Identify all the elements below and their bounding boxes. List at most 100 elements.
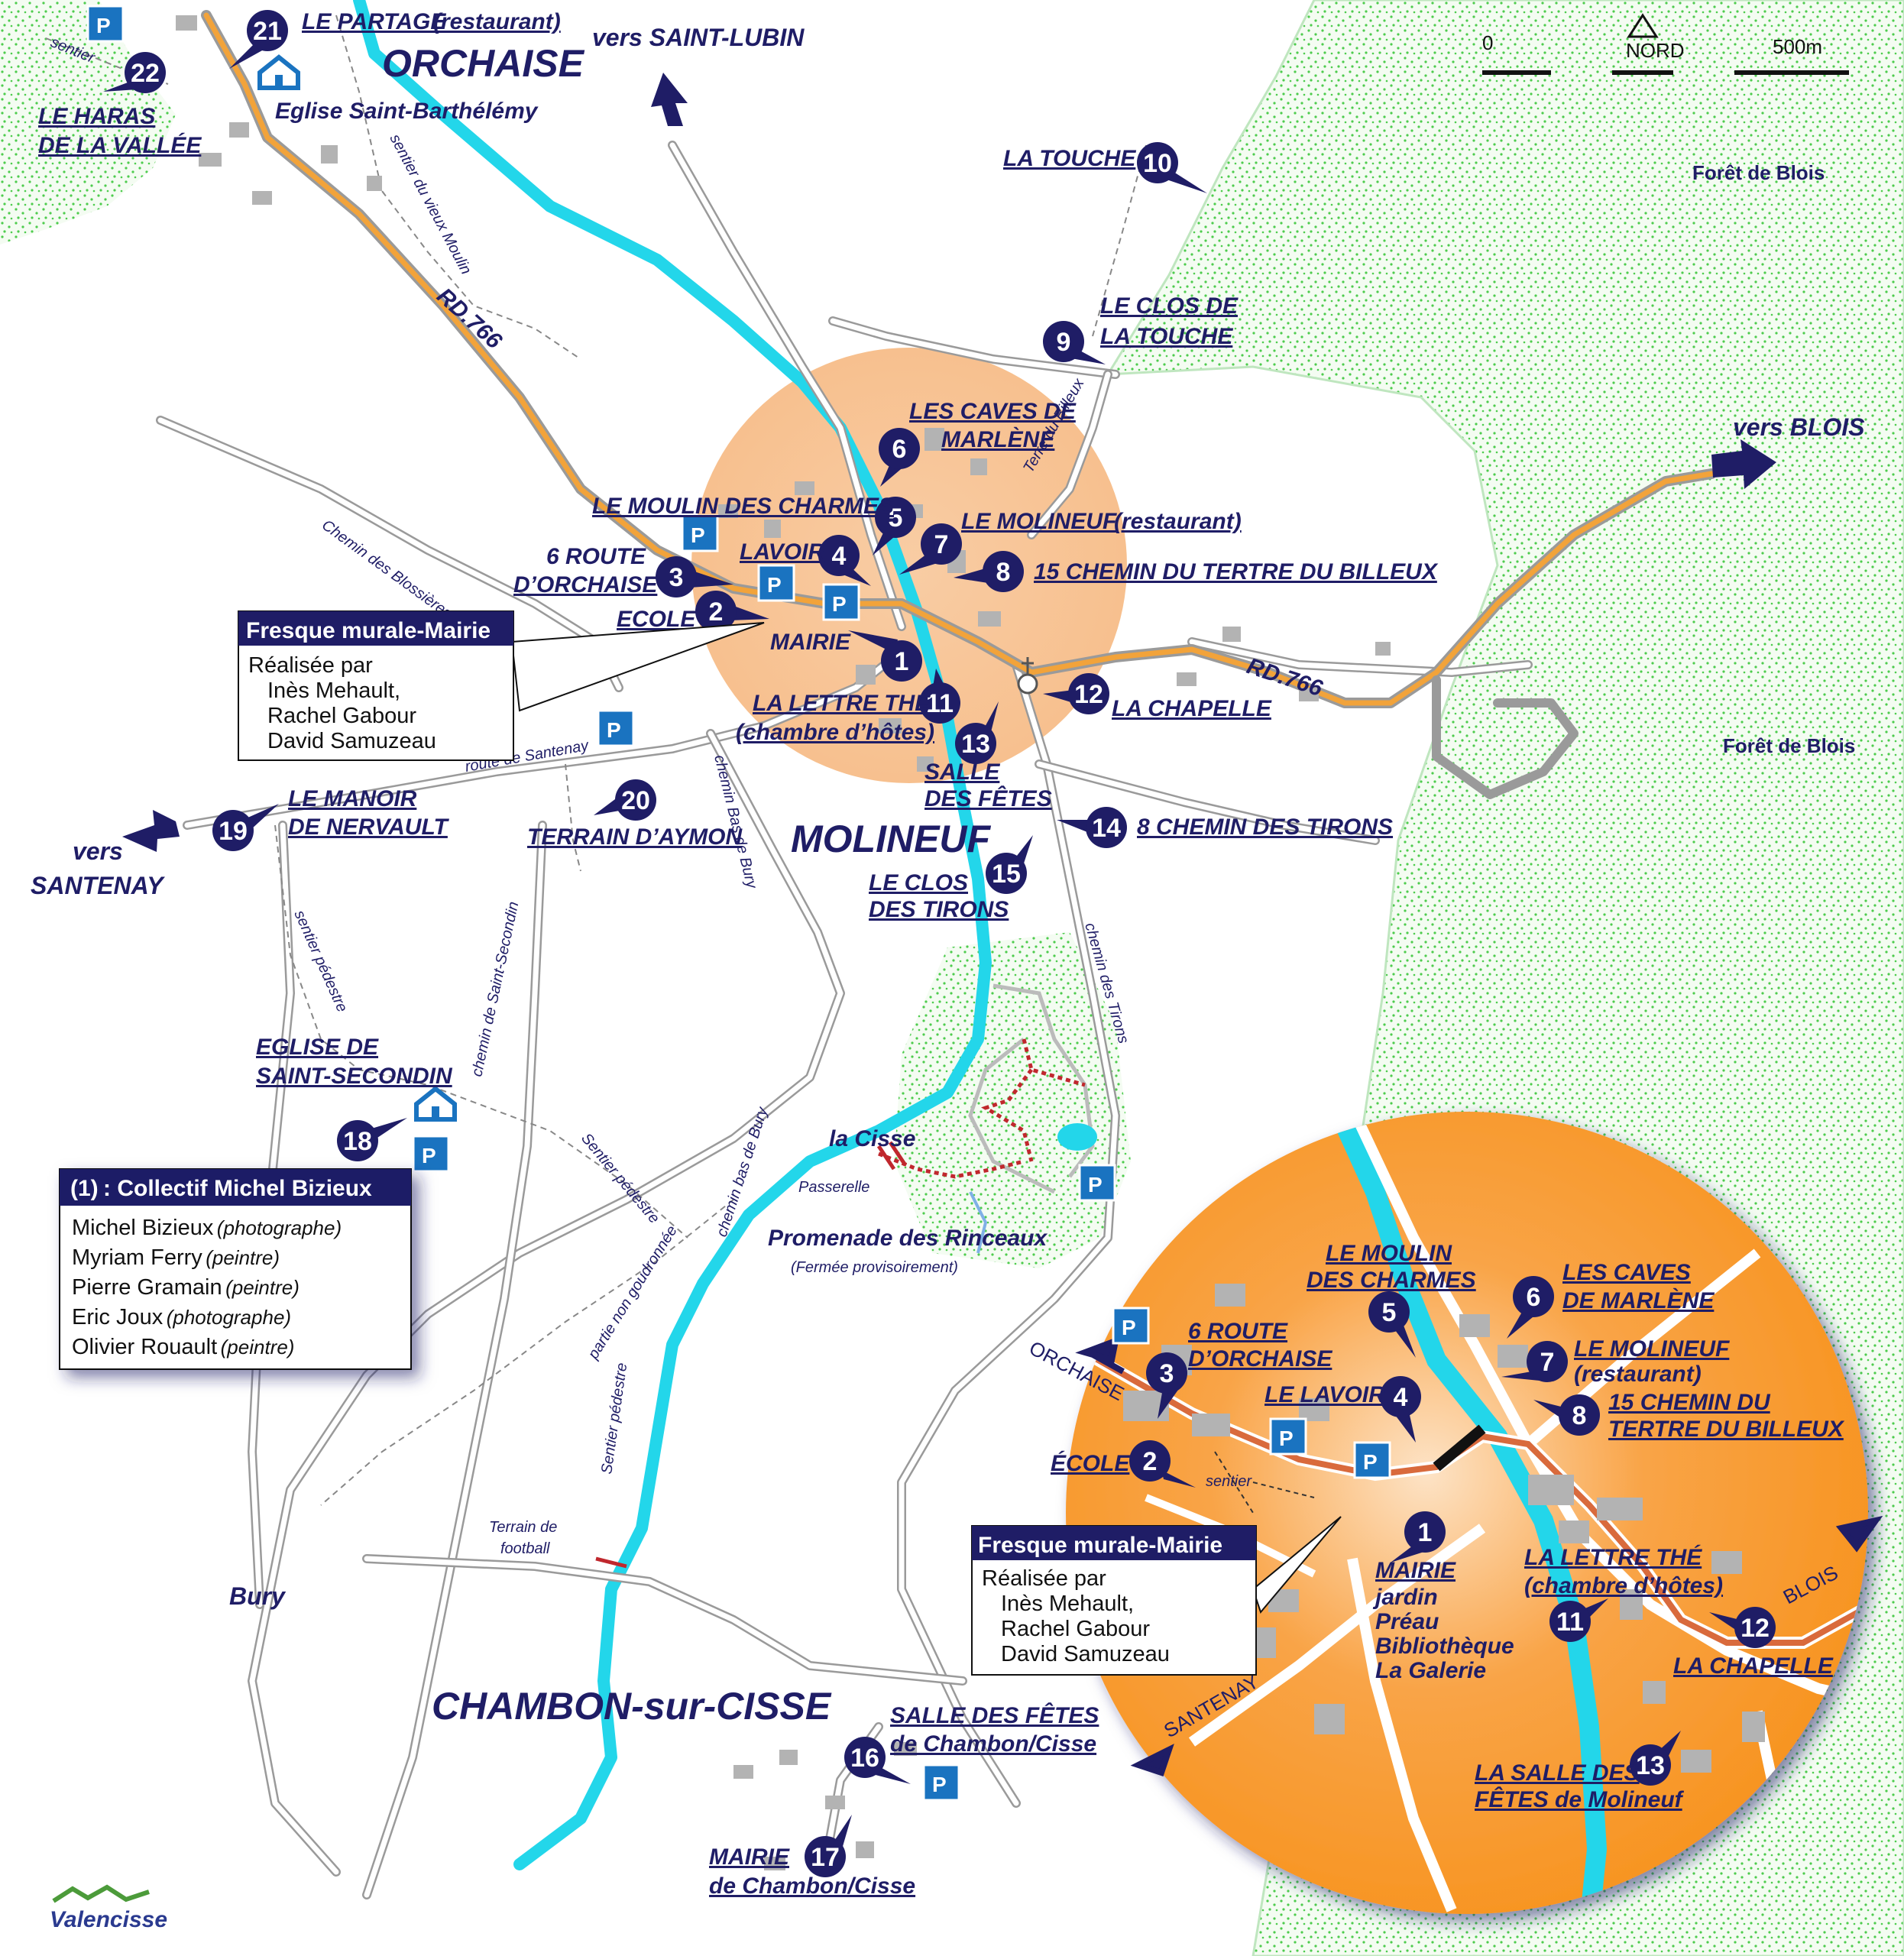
inset-arrow-orchaise-icon: [1075, 1336, 1125, 1375]
inset-p13-b: FÊTES de Molineuf: [1475, 1786, 1685, 1812]
svg-text:17: 17: [811, 1843, 840, 1872]
svg-text:19: 19: [219, 817, 248, 846]
place-7-label-a: LE MOLINEUF: [961, 509, 1117, 534]
town-label-molineuf: MOLINEUF: [791, 818, 992, 860]
north-arrow-icon: [1627, 13, 1659, 38]
road-label-sentier-pedestre-2: Sentier pédestre: [578, 1130, 662, 1227]
svg-text:2: 2: [1143, 1447, 1158, 1476]
place-18-label-a: EGLISE DE: [256, 1035, 379, 1060]
marker-5: 5: [873, 497, 916, 555]
member-3: Pierre Gramain (peintre): [72, 1275, 300, 1300]
inset-p7-b: (restaurant): [1574, 1362, 1702, 1387]
inset-labels: MAIRIE jardin Préau Bibliothèque La Gale…: [1051, 1241, 1845, 1812]
inset-arrow-santenay-icon: [1130, 1744, 1174, 1777]
arrow-saint-lubin-icon: [651, 73, 688, 126]
inset-p11-b: (chambre d’hôtes): [1524, 1573, 1723, 1598]
svg-text:7: 7: [934, 530, 949, 559]
inset-marker-2: 2: [1129, 1440, 1196, 1488]
fresque-line-2: Inès Mehault,: [267, 678, 400, 703]
place-6-label-b: MARLÈNE: [941, 426, 1055, 452]
place-22-label-a: LE HARAS: [38, 104, 155, 129]
inset-markers: 1 2 3 4 5 6 7 8 11 12 13: [1129, 1276, 1776, 1786]
parking-icon: P: [412, 1135, 450, 1173]
parking-icon: P: [1078, 1164, 1116, 1202]
inset-p1: MAIRIE: [1375, 1558, 1456, 1583]
svg-text:13: 13: [961, 730, 990, 759]
svg-text:4: 4: [1394, 1383, 1408, 1412]
inset-p2: ÉCOLE: [1051, 1450, 1130, 1476]
place-12-label: LA CHAPELLE: [1112, 696, 1272, 721]
inset-marker-8: 8: [1533, 1394, 1600, 1436]
inset-p5-b: DES CHARMES: [1307, 1268, 1476, 1293]
svg-text:3: 3: [1160, 1359, 1174, 1388]
svg-text:P: P: [607, 718, 621, 742]
place-17-label-a: MAIRIE: [709, 1844, 790, 1870]
parking-icon: P: [757, 564, 795, 602]
inset-zoom: [1066, 1112, 1868, 1914]
inset-marker-4: 4: [1380, 1376, 1421, 1443]
town-label-orchaise: ORCHAISE: [382, 42, 585, 85]
parking-icon: P: [86, 5, 125, 43]
svg-text:8: 8: [996, 558, 1011, 587]
svg-text:P: P: [832, 592, 847, 616]
place-16-label-a: SALLE DES FÊTES: [890, 1702, 1099, 1728]
scale-zero: 0: [1482, 31, 1493, 54]
forest-rinceaux: [894, 932, 1131, 1268]
svg-text:4: 4: [832, 542, 847, 571]
fresque-callout: Fresque murale-Mairie Réalisée par Inès …: [238, 610, 765, 761]
church-icon: [257, 54, 300, 90]
place-21-label-b: (restaurant): [433, 9, 561, 34]
svg-text:6: 6: [892, 435, 907, 464]
place-22-label-b: DE LA VALLÉE: [38, 132, 202, 158]
fresque-title: Fresque murale-Mairie: [246, 618, 491, 643]
inset-p8-b: TERTRE DU BILLEUX: [1608, 1417, 1845, 1442]
marker-9: 9: [1043, 321, 1106, 364]
svg-text:12: 12: [1074, 680, 1103, 709]
inset-marker-12: 12: [1709, 1607, 1776, 1648]
inset-marker-1: 1: [1391, 1511, 1446, 1563]
member-5: Olivier Rouault (peintre): [72, 1335, 294, 1359]
promenade-trails: [876, 983, 1097, 1254]
parking-icon: P: [1269, 1417, 1307, 1456]
svg-text:11: 11: [926, 689, 954, 718]
place-9-label-b: LA TOUCHE: [1100, 324, 1233, 349]
inset-p1-sub-3: Bibliothèque: [1375, 1634, 1514, 1659]
svg-text:13: 13: [1636, 1751, 1665, 1780]
scale-north: NORD: [1626, 39, 1685, 62]
marker-7: 7: [899, 523, 962, 575]
markers: 1 2 3 4 5 6 7 8 9 10 11 12 13 14 15 16 1…: [103, 10, 1207, 1877]
inset-marker-11: 11: [1549, 1598, 1608, 1642]
label-passerelle: Passerelle: [798, 1179, 869, 1196]
loop-road: [1432, 675, 1579, 799]
svg-text:P: P: [932, 1773, 947, 1796]
svg-text:P: P: [1363, 1450, 1378, 1474]
place-13-label-b: DES FÊTES: [924, 785, 1052, 811]
direction-saint-lubin: vers SAINT-LUBIN: [592, 24, 805, 51]
inset-road-sentier: sentier: [1206, 1473, 1252, 1490]
road-label-sentier-pedestre-1: sentier pédestre: [290, 908, 350, 1015]
place-16-label-b: de Chambon/Cisse: [890, 1731, 1096, 1757]
member-4: Eric Joux (photographe): [72, 1305, 291, 1329]
promenade-title: Promenade des Rinceaux: [768, 1226, 1048, 1251]
parking-icon: P: [681, 514, 719, 552]
svg-text:5: 5: [889, 504, 903, 533]
place-21-label-a: LE PARTAGE: [302, 9, 446, 34]
place-19-label-b: DE NERVAULT: [288, 814, 450, 840]
svg-text:12: 12: [1740, 1614, 1770, 1643]
svg-text:10: 10: [1143, 149, 1172, 178]
svg-text:11: 11: [1556, 1608, 1584, 1637]
svg-text:8: 8: [1572, 1401, 1587, 1430]
inset-marker-13: 13: [1630, 1731, 1681, 1786]
inset-marker-7: 7: [1501, 1341, 1568, 1382]
place-2-label: ECOLE: [617, 607, 696, 632]
marker-15: 15: [986, 835, 1033, 894]
inset-marker-5: 5: [1368, 1291, 1416, 1358]
parking-icon: P: [1112, 1307, 1150, 1345]
rd766-road: [201, 10, 1717, 708]
inset-p12: LA CHAPELLE: [1673, 1653, 1834, 1679]
marker-1: 1: [848, 630, 922, 682]
collectif-members: Michel Bizieux (photographe) Myriam Ferr…: [72, 1216, 342, 1359]
marker-10: 10: [1137, 142, 1207, 193]
footpaths: [45, 15, 1147, 1506]
